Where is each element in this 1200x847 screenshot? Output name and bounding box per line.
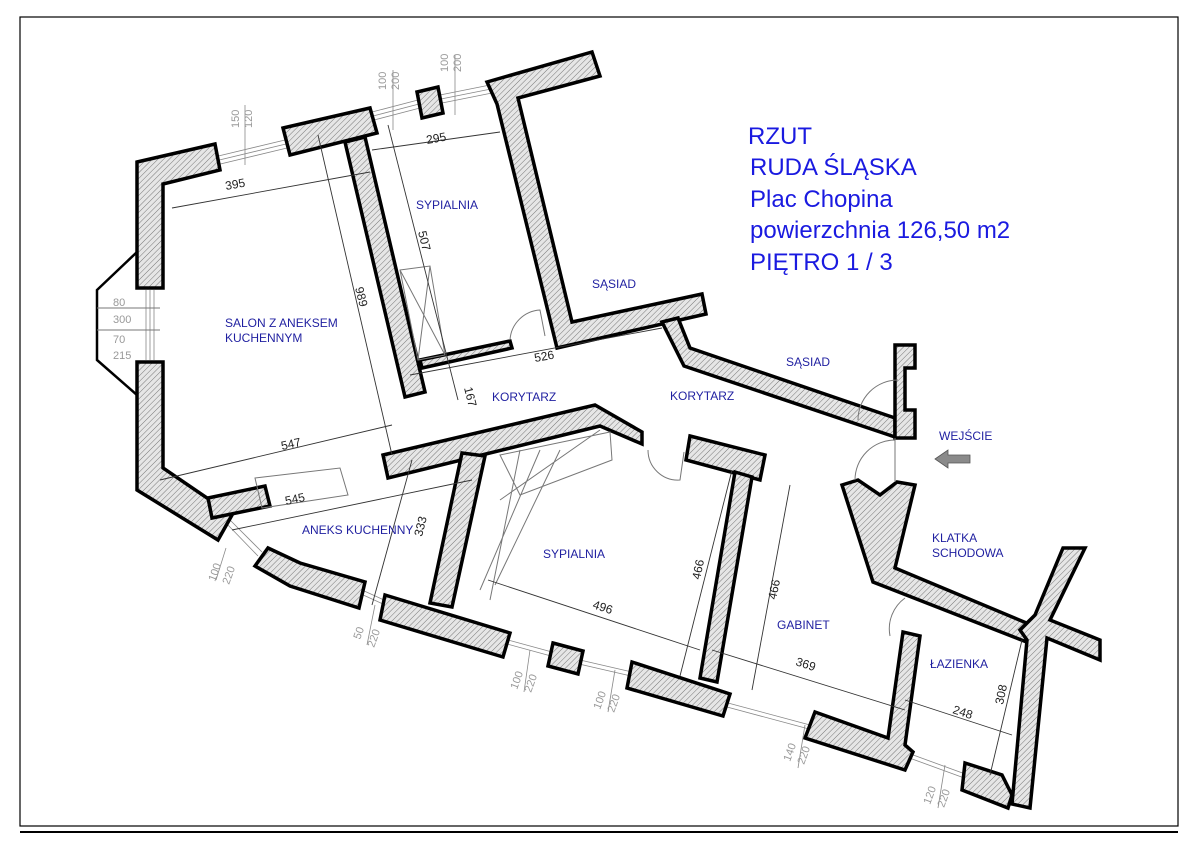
title-rzut: RZUT	[748, 123, 812, 150]
room-label-korytarz: KORYTARZ	[670, 389, 734, 403]
window-mark: 120	[922, 785, 940, 806]
window-mark: 100	[207, 562, 225, 583]
window-mark: 100	[509, 670, 527, 691]
dimension-labels: 395 295 507 989 526 167 547 545 333 496 …	[224, 130, 1010, 723]
dim-545: 545	[284, 490, 307, 508]
room-label-korytarz: KORYTARZ	[492, 390, 556, 404]
room-label-lazienka: ŁAZIENKA	[930, 657, 988, 671]
room-label-sypialnia: SYPIALNIA	[543, 547, 605, 561]
dim-369: 369	[794, 655, 818, 675]
window-mark: 140	[782, 742, 800, 763]
dim-466-b: 466	[765, 578, 783, 601]
bay-mark: 80	[113, 297, 125, 309]
door-swings	[254, 265, 906, 637]
window-mark: 50	[352, 625, 367, 641]
title-area: powierzchnia 126,50 m2	[750, 217, 1010, 244]
title-floor: PIĘTRO 1 / 3	[750, 249, 893, 276]
dim-333: 333	[411, 515, 430, 538]
dim-547: 547	[280, 435, 303, 453]
bay-mark: 300	[113, 314, 131, 326]
window-mark: 220	[796, 745, 814, 766]
dim-496: 496	[591, 598, 615, 618]
room-label-salon: KUCHENNYM	[225, 331, 302, 345]
window-mark: 150	[230, 110, 242, 128]
room-label-sasiad: SĄSIAD	[786, 355, 830, 369]
room-label-sasiad: SĄSIAD	[592, 277, 636, 291]
bay-window	[95, 251, 138, 396]
windows	[145, 84, 969, 780]
window-mark: 100	[439, 54, 451, 72]
room-label-wejscie: WEJŚCIE	[939, 428, 992, 443]
window-mark: 220	[221, 565, 239, 586]
bay-mark: 70	[113, 334, 125, 346]
room-label-gabinet: GABINET	[777, 618, 830, 632]
title-block: RZUT RUDA ŚLĄSKA Plac Chopina powierzchn…	[748, 123, 1010, 276]
room-label-klatka: KLATKA	[932, 531, 977, 545]
dim-395: 395	[224, 176, 246, 193]
dim-989: 989	[352, 285, 371, 308]
window-mark: 100	[377, 72, 389, 90]
window-mark: 220	[936, 788, 954, 809]
title-city: RUDA ŚLĄSKA	[750, 153, 917, 181]
title-street: Plac Chopina	[750, 186, 893, 213]
window-mark: 200	[390, 72, 402, 90]
window-tick-lines	[215, 55, 946, 809]
dim-526: 526	[533, 348, 555, 365]
dim-308: 308	[992, 683, 1010, 706]
window-mark: 100	[592, 690, 610, 711]
arrow-left-icon	[934, 449, 971, 469]
dim-466-a: 466	[689, 558, 707, 581]
window-mark: 220	[523, 673, 541, 694]
dim-248: 248	[951, 703, 975, 723]
room-label-salon: SALON Z ANEKSEM	[225, 316, 338, 330]
dim-167: 167	[461, 385, 480, 408]
room-label-aneks: ANEKS KUCHENNY	[302, 523, 413, 537]
drawing-frame	[19, 16, 1179, 827]
room-labels: SALON Z ANEKSEM KUCHENNYM SYPIALNIA SĄSI…	[225, 198, 1004, 671]
window-mark: 120	[243, 110, 255, 128]
dimension-lines	[159, 124, 1023, 776]
dim-295: 295	[425, 130, 447, 147]
window-mark: 220	[366, 628, 384, 649]
window-annotations: 150 120 100 200 100 200 80 300 70 215 10…	[113, 54, 953, 809]
window-mark: 200	[452, 54, 464, 72]
room-label-sypialnia: SYPIALNIA	[416, 198, 478, 212]
walls	[135, 49, 1102, 811]
window-mark: 220	[606, 693, 624, 714]
bay-mark: 215	[113, 350, 131, 362]
room-label-klatka: SCHODOWA	[932, 546, 1004, 560]
dim-507: 507	[415, 229, 434, 252]
